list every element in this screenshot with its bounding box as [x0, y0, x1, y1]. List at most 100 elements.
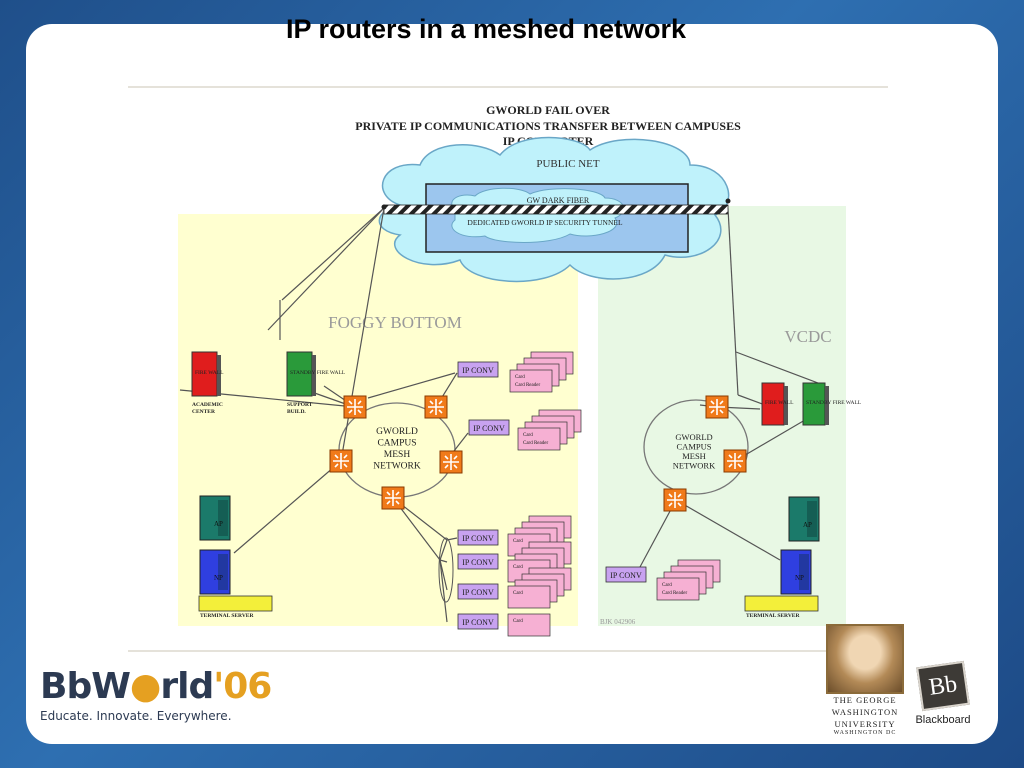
server-body — [199, 549, 231, 595]
ipconv-label: IP CONV — [462, 588, 494, 597]
router-icon — [329, 449, 353, 473]
left-mesh-label: MESH — [384, 450, 411, 460]
foggy-bottom-region — [178, 214, 578, 626]
router-icon — [343, 395, 367, 419]
card-reader-icon — [656, 577, 700, 601]
terminal-server-label: TERMINAL SERVER — [200, 613, 254, 619]
left-mesh-label: GWORLD — [376, 427, 418, 437]
right-mesh-label: MESH — [682, 451, 706, 461]
link-line — [737, 394, 766, 406]
portrait-image — [826, 624, 904, 694]
ipconv-label: IP CONV — [462, 558, 494, 567]
ipconv-label: IP CONV — [462, 534, 494, 543]
firewall-icon: FIRE WALL — [191, 351, 224, 397]
router-icon — [723, 449, 747, 473]
heading-line-1: GWORLD FAIL OVER — [486, 103, 610, 117]
link-line — [727, 207, 739, 396]
link-line — [367, 372, 456, 399]
firewall-side — [312, 355, 316, 396]
vcdc-label: VCDC — [784, 327, 831, 346]
left-mesh-label: NETWORK — [373, 462, 421, 472]
gwu-line-2: WASHINGTON — [831, 707, 899, 717]
terminal-server-label: TERMINAL SERVER — [746, 613, 800, 619]
standby-firewall-icon: STANDBY FIRE WALL — [286, 351, 346, 397]
link-line — [439, 559, 448, 563]
link-line — [439, 539, 448, 561]
ipconv-box — [605, 566, 647, 583]
card-label: Card — [662, 583, 672, 588]
firewall-label: FIRE WALL — [195, 370, 224, 376]
server-body — [788, 496, 820, 542]
router-icon — [439, 450, 463, 474]
ipconv-box — [457, 361, 499, 378]
tunnel-endpoint-left — [381, 204, 387, 210]
ipconv-box — [468, 419, 510, 436]
server-label: NP — [795, 574, 804, 582]
link-line — [233, 460, 342, 554]
link-line — [340, 207, 385, 462]
router-arrows — [385, 490, 401, 506]
ipconv-label: IP CONV — [462, 366, 494, 375]
router-icon — [381, 486, 405, 510]
security-tunnel — [383, 204, 729, 215]
heading-line-2: PRIVATE IP COMMUNICATIONS TRANSFER BETWE… — [355, 119, 741, 133]
bb-name: Blackboard — [915, 714, 971, 726]
doc-code: BJK 042906 — [600, 618, 636, 626]
ipconv-box — [457, 553, 499, 570]
gwu-city: WASHINGTON DC — [833, 730, 897, 736]
left-mesh-label: CAMPUS — [377, 439, 416, 449]
link-line — [734, 419, 806, 462]
fiber-label: GW DARK FIBER — [527, 196, 590, 205]
card-reader-icon — [517, 427, 561, 451]
server-panel — [218, 554, 228, 590]
support-build-label: SUPPORT — [287, 402, 313, 408]
router-arrows — [347, 399, 363, 415]
support-build-label: BUILD. — [287, 409, 306, 415]
firewall-side — [217, 355, 221, 396]
firewall-body — [191, 351, 218, 397]
bbworld-logo: BbW●rld'06 Educate. Innovate. Everywhere… — [40, 666, 272, 723]
right-mesh-label: GWORLD — [675, 432, 712, 442]
link-line — [281, 207, 385, 301]
ipconv-label: IP CONV — [462, 618, 494, 627]
router-arrows — [727, 453, 743, 469]
server-panel — [218, 500, 228, 536]
right-mesh-label: NETWORK — [673, 461, 716, 471]
router-arrows — [443, 454, 459, 470]
router-arrows — [667, 492, 683, 508]
ipconv-box — [457, 529, 499, 546]
standby-firewall-icon: STANDBY FIRE WALL — [802, 382, 862, 426]
router-icon — [705, 395, 729, 419]
cloud-label: PUBLIC NET — [536, 158, 600, 170]
bbworld-brand-end: rld — [160, 666, 214, 707]
ipconv-label: IP CONV — [610, 571, 642, 580]
card-label: Card — [523, 433, 533, 438]
router-arrows — [333, 453, 349, 469]
np-server-icon: NP — [780, 549, 812, 595]
firewall-label: STANDBY FIRE WALL — [806, 400, 862, 406]
footer-divider — [128, 650, 888, 652]
gwu-logo: THE GEORGE WASHINGTON UNIVERSITY WASHING… — [826, 624, 904, 736]
firewall-side — [825, 386, 829, 425]
tunnel-label: DEDICATED GWORLD IP SECURITY TUNNEL — [467, 218, 623, 227]
ap-server-icon: AP — [199, 495, 231, 541]
firewall-icon: FIRE WALL — [761, 382, 794, 426]
server-body — [780, 549, 812, 595]
link-line — [267, 207, 385, 331]
ipconv-box — [457, 613, 499, 630]
right-mesh-ring — [643, 399, 749, 495]
server-panel — [807, 501, 817, 537]
academic-center-label: ACADEMIC — [192, 402, 223, 408]
router-icon — [663, 488, 687, 512]
card-reader-label: Card Reader — [523, 441, 548, 446]
gwu-line-3: UNIVERSITY — [834, 719, 896, 729]
terminal-server-box — [198, 595, 273, 612]
card-label: Card — [513, 591, 523, 596]
card-label: Card — [513, 565, 523, 570]
card-reader-label: Card Reader — [662, 591, 687, 596]
server-panel — [799, 554, 809, 590]
bbworld-year: '06 — [213, 666, 272, 707]
academic-center-label: CENTER — [192, 409, 216, 415]
bbworld-brand: BbW — [40, 666, 131, 707]
